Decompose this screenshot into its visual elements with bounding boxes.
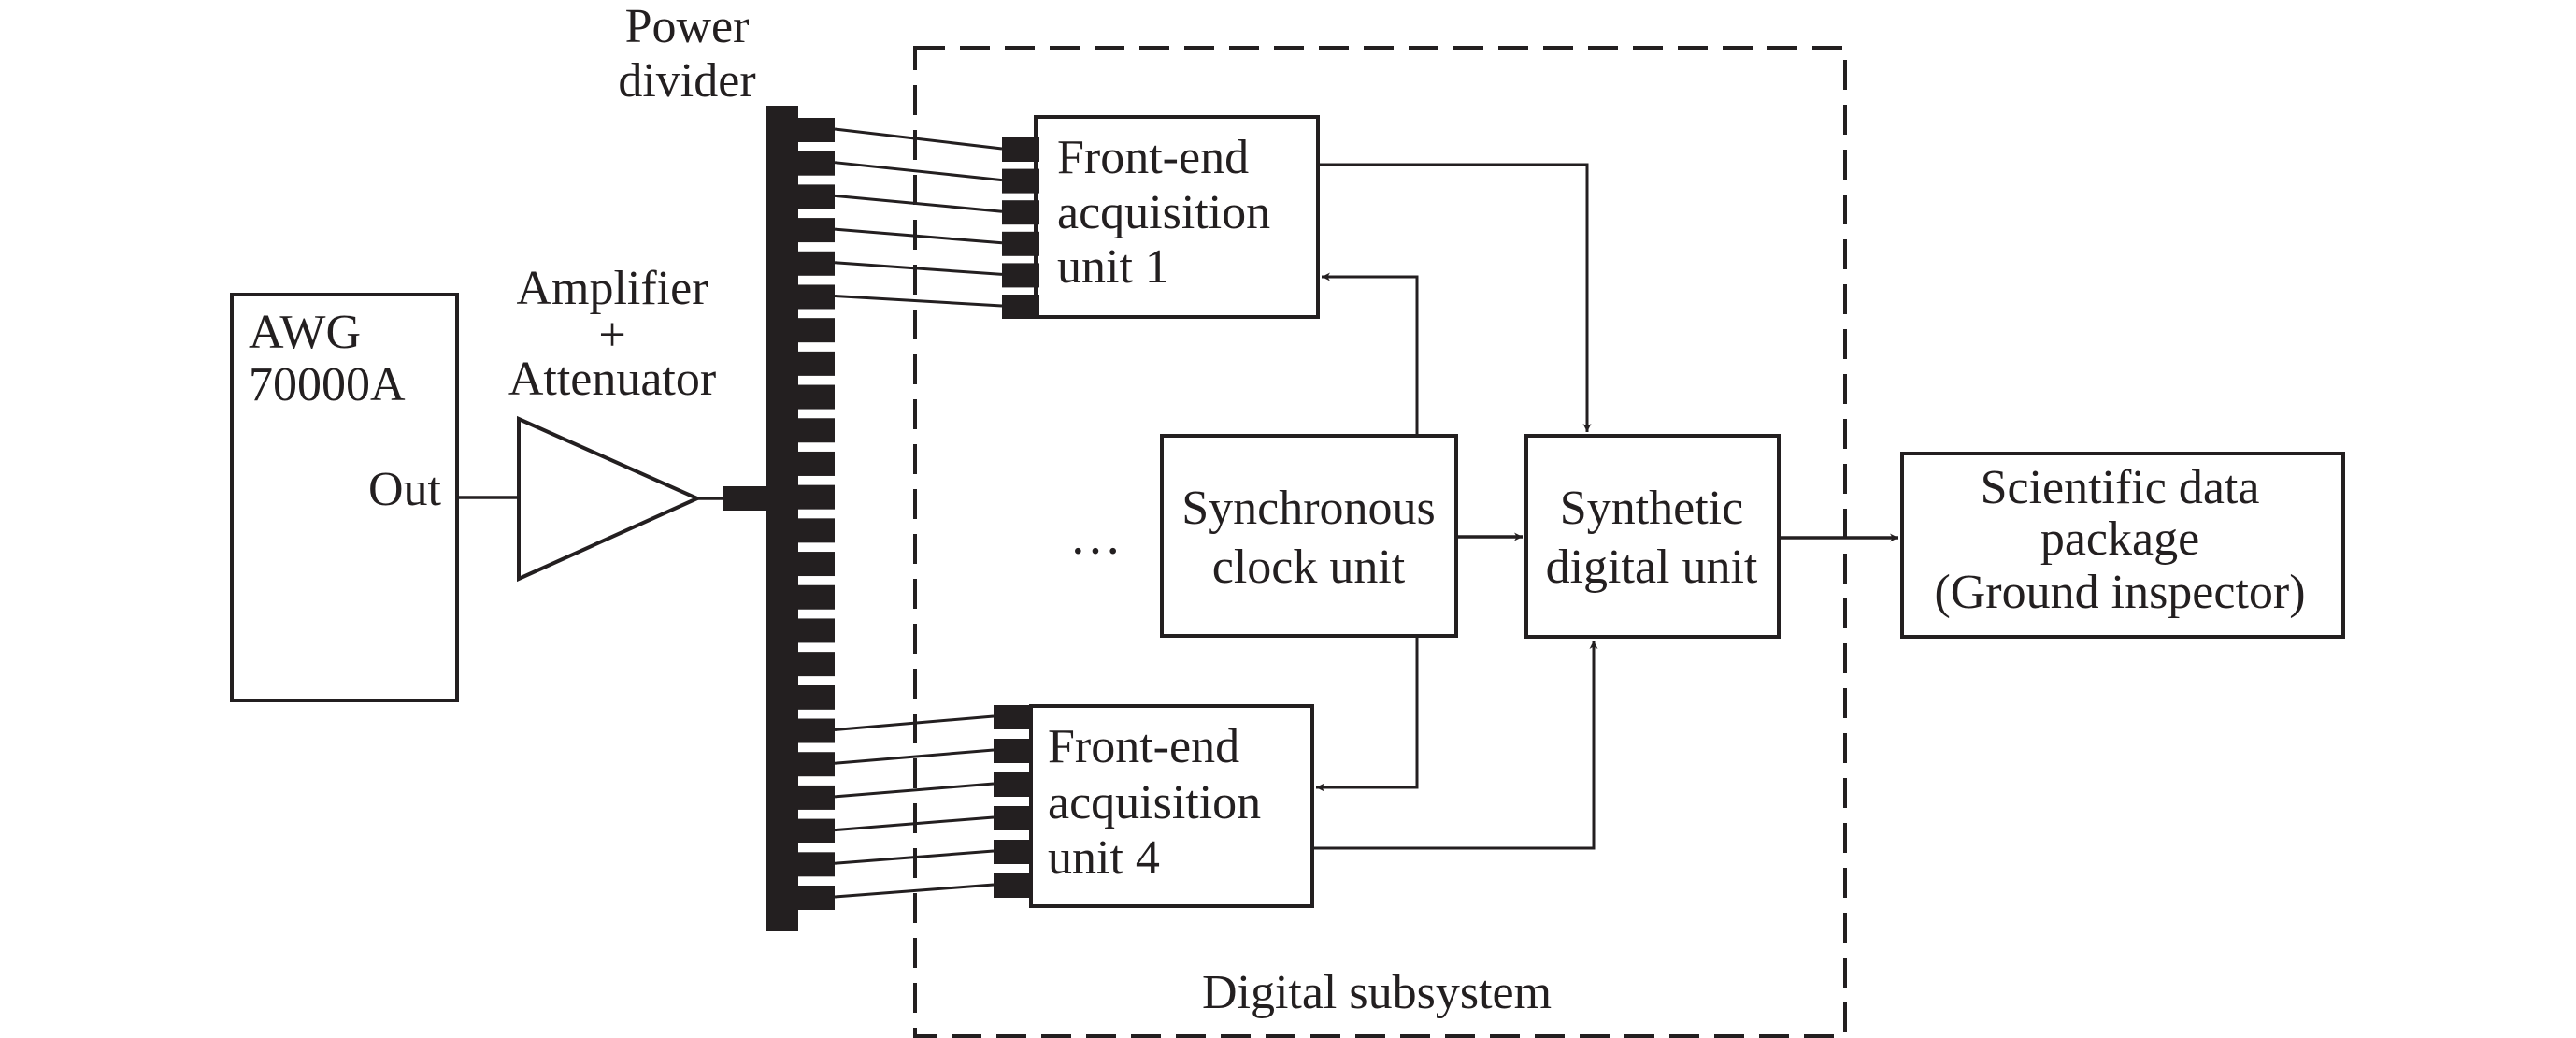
front-end-unit-4-line3: unit 4 [1048,831,1160,885]
front-end-unit-4-line2: acquisition [1048,776,1261,829]
amplifier-triangle-icon [517,415,702,583]
power-divider-output-port [797,818,835,843]
connections [1312,163,1898,850]
front-end-unit-1-input-port [1002,263,1039,288]
power-divider-output-port [797,118,835,142]
front-end-unit-4-input-port [994,705,1031,729]
scientific-package-line1: Scientific data [1981,461,2260,514]
divider-to-frontend-wire [834,294,1003,308]
amplifier-label-line3: Attenuator [508,353,716,406]
power-divider-output-port [797,518,835,543]
unit1-to-synthetic-arrow [1318,163,1592,432]
amplifier-block: Amplifier + Attenuator [508,262,716,583]
divider-to-frontend-wires [834,127,1003,899]
clock-unit-line2: clock unit [1212,541,1406,594]
power-divider-output-port [797,618,835,643]
synthetic-unit-line2: digital unit [1546,541,1758,594]
divider-to-frontend-wire [834,127,1003,151]
divider-to-frontend-wire [834,883,995,899]
power-divider-output-port [797,318,835,343]
clock-unit-line1: Synchronous [1181,482,1436,535]
divider-to-frontend-wire [834,714,995,732]
power-divider-input-port [723,486,767,511]
digital-subsystem-label: Digital subsystem [1202,966,1552,1019]
front-end-unit-1: Front-end acquisition unit 1 [1002,115,1320,319]
power-divider-output-port [797,151,835,176]
amplifier-label-line1: Amplifier [516,262,708,315]
front-end-unit-1-input-ports [1002,137,1039,319]
front-end-unit-4-input-port [994,772,1031,797]
front-end-unit-4-input-ports [994,705,1031,898]
awg-label-line2: 70000A [249,358,406,411]
power-divider-output-port [797,785,835,810]
clock-to-unit4-arrow [1316,636,1419,792]
awg-out-port-label: Out [368,463,442,516]
power-divider-output-port [797,652,835,677]
clock-to-unit1-arrow [1322,272,1419,436]
power-divider-output-port [797,218,835,243]
front-end-unit-1-input-port [1002,200,1039,225]
divider-to-frontend-wire [834,782,995,799]
power-divider: Power divider [618,0,835,931]
front-end-unit-1-input-port [1002,168,1039,194]
synchronous-clock-unit: Synchronous clock unit [1160,434,1458,638]
power-divider-output-port [797,685,835,710]
front-end-unit-4: Front-end acquisition unit 4 [994,704,1314,908]
front-end-unit-4-input-port [994,840,1031,864]
power-divider-output-port [797,351,835,376]
front-end-unit-1-input-port [1002,295,1039,319]
divider-to-frontend-wire [834,227,1003,245]
scientific-data-package: Scientific data package (Ground inspecto… [1900,452,2345,639]
front-end-unit-1-line3: unit 1 [1057,240,1169,294]
power-divider-output-port [797,718,835,743]
power-divider-output-port [797,584,835,610]
unit4-to-synthetic-arrow [1312,641,1598,850]
amplifier-label-line2: + [598,309,625,362]
divider-to-frontend-wire [834,161,1003,182]
front-end-unit-4-line1: Front-end [1048,720,1239,773]
power-divider-output-port [797,484,835,510]
power-divider-output-port [797,284,835,310]
power-divider-output-port [797,418,835,443]
front-end-unit-4-input-port [994,873,1031,898]
awg-block: AWG 70000A Out [230,293,459,702]
synthetic-digital-unit: Synthetic digital unit [1524,434,1781,639]
power-divider-output-ports [797,118,835,910]
power-divider-output-port [797,886,835,910]
divider-to-frontend-wire [834,748,995,765]
divider-to-frontend-wire [834,261,1003,276]
power-divider-label-line1: Power [625,0,750,53]
front-end-unit-1-line1: Front-end [1057,131,1249,184]
power-divider-output-port [797,752,835,777]
front-end-unit-1-input-port [1002,231,1039,256]
power-divider-output-port [797,451,835,476]
awg-label-line1: AWG [249,306,361,359]
divider-to-frontend-wire [834,194,1003,213]
more-units-ellipsis: ··· [1069,523,1122,581]
power-divider-label-line2: divider [618,54,755,108]
power-divider-output-port [797,251,835,276]
power-divider-output-port [797,852,835,877]
divider-to-frontend-wire [834,815,995,832]
front-end-unit-1-line2: acquisition [1057,186,1270,239]
scientific-package-line2: package [2040,512,2199,566]
power-divider-output-port [797,384,835,410]
synthetic-unit-line1: Synthetic [1560,482,1743,535]
front-end-unit-1-input-port [1002,137,1039,162]
power-divider-bus [766,106,798,931]
front-end-unit-4-input-port [994,739,1031,763]
scientific-package-line3: (Ground inspector) [1934,566,2305,619]
power-divider-output-port [797,552,835,577]
front-end-unit-4-input-port [994,806,1031,830]
divider-to-frontend-wire [834,849,995,865]
power-divider-output-port [797,184,835,209]
